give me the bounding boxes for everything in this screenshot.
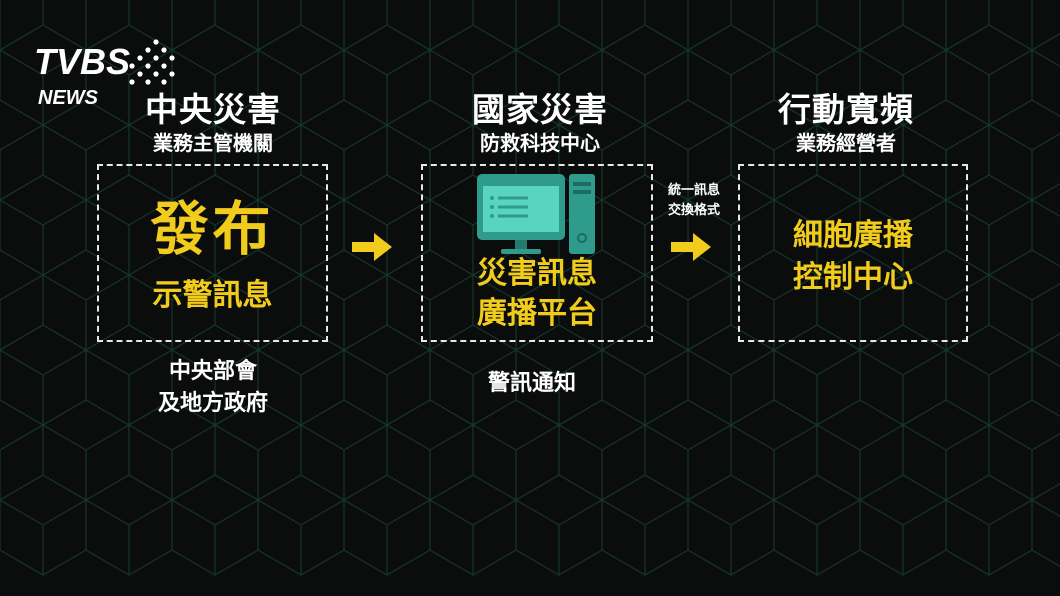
column-2-title: 國家災害 [472, 90, 608, 129]
logo-dot [169, 55, 175, 61]
column-3-box: 細胞廣播 控制中心 [738, 164, 968, 342]
logo-dot [145, 47, 151, 53]
logo-dot [137, 55, 143, 61]
logo-dot [137, 71, 143, 77]
column-2-box: 災害訊息 廣播平台 [421, 164, 653, 342]
column-1-note: 中央部會 及地方政府 [113, 356, 313, 420]
logo-sub-text: NEWS [38, 87, 99, 109]
arrow-right-icon [352, 233, 392, 261]
publish-text: 發布 [150, 195, 275, 263]
logo-dot [161, 79, 167, 85]
column-3-title: 行動寬頻 [778, 90, 914, 129]
logo-dot [145, 63, 151, 69]
logo-dot [145, 79, 151, 85]
tvbs-news-logo: TVBS NEWS [34, 39, 175, 109]
platform-line-1: 災害訊息 [477, 256, 597, 291]
column-1-box: 發布 示警訊息 [97, 164, 328, 342]
connector-label-line-2: 交換格式 [667, 203, 720, 218]
column-1-header: 中央災害 業務主管機關 [83, 90, 343, 156]
computer-monitor-icon [477, 174, 595, 254]
column-1-note-line-1: 中央部會 [168, 359, 257, 384]
logo-dot [153, 71, 159, 77]
logo-dot [153, 55, 159, 61]
logo-dot [129, 79, 135, 85]
column-1-note-line-2: 及地方政府 [157, 391, 268, 416]
column-1-subtitle: 業務主管機關 [153, 131, 273, 155]
column-2-header: 國家災害 防救科技中心 [410, 90, 670, 156]
platform-line-2: 廣播平台 [477, 296, 597, 331]
logo-brand-text: TVBS [34, 41, 130, 82]
column-2-note-line-1: 警訊通知 [487, 371, 576, 396]
logo-dot [169, 71, 175, 77]
cbc-line-2: 控制中心 [793, 260, 913, 295]
connector-label-line-1: 統一訊息 [667, 183, 720, 198]
column-3-subtitle: 業務經營者 [796, 131, 896, 155]
cbc-line-1: 細胞廣播 [793, 218, 913, 253]
column-2-note: 警訊通知 [432, 368, 632, 400]
logo-dot [129, 63, 135, 69]
logo-dot [153, 39, 159, 45]
logo-dot [161, 63, 167, 69]
logo-dot [161, 47, 167, 53]
arrow-right-icon [671, 233, 711, 261]
column-1-title: 中央災害 [145, 90, 281, 129]
column-3-header: 行動寬頻 業務經營者 [716, 90, 976, 156]
connector-label: 統一訊息 交換格式 [649, 181, 739, 221]
warning-message-text: 示警訊息 [152, 278, 273, 313]
column-2-subtitle: 防救科技中心 [480, 131, 600, 155]
